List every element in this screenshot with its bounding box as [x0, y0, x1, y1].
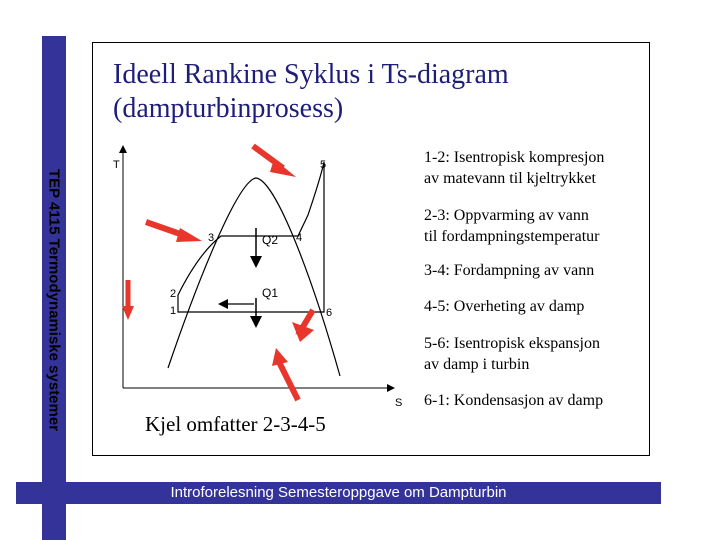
slide-frame — [92, 42, 650, 456]
desc-3-4-line1: 3-4: Fordampning av vann — [424, 262, 595, 279]
point-5-label: 5 — [320, 159, 326, 171]
point-4-label: 4 — [296, 232, 302, 244]
ts-diagram: T S 1 2 3 4 5 6 Q2 Q1 — [113, 143, 402, 409]
desc-5-6-line2: av damp i turbin — [424, 356, 530, 373]
desc-2-3-line1: 2-3: Oppvarming av vann — [424, 207, 589, 224]
desc-4-5: 4-5: Overheting av damp — [424, 296, 584, 317]
q-out-label: Q1 — [262, 286, 278, 300]
point-2-label: 2 — [170, 288, 176, 300]
saturation-dome — [167, 177, 341, 377]
footer-bar: Introforelesning Semesteroppgave om Damp… — [16, 482, 661, 504]
red-arrow-2-3 — [145, 219, 202, 242]
t-axis-label: T — [113, 159, 120, 171]
desc-1-2-line1: 1-2: Isentropisk kompresjon — [424, 149, 605, 166]
desc-5-6: 5-6: Isentropisk ekspansjon av damp i tu… — [424, 333, 600, 375]
s-axis-label: S — [395, 397, 402, 409]
point-1-label: 1 — [170, 305, 176, 317]
title-line-1: Ideell Rankine Syklus i Ts-diagram — [113, 59, 509, 90]
red-arrow-1-2 — [122, 280, 134, 320]
desc-2-3: 2-3: Oppvarming av vann til fordampnings… — [424, 205, 600, 247]
footer-text: Introforelesning Semesteroppgave om Damp… — [170, 484, 507, 501]
course-label: TEP 4115 Termodynamiske systemer — [45, 168, 63, 432]
red-arrow-3-4 — [251, 143, 296, 177]
side-bar — [42, 36, 66, 540]
rankine-cycle — [177, 161, 325, 313]
q-out-arrowhead — [250, 316, 262, 328]
title-line-2: (dampturbinprosess) — [113, 93, 344, 124]
desc-6-1: 6-1: Kondensasjon av damp — [424, 390, 603, 411]
red-arrow-5-6 — [292, 308, 316, 342]
slide-title: Ideell Rankine Syklus i Ts-diagram (damp… — [113, 58, 613, 126]
kjel-note: Kjel omfatter 2-3-4-5 — [145, 412, 326, 436]
desc-1-2-line2: av matevann til kjeltrykket — [424, 170, 596, 187]
q-in-label: Q2 — [262, 233, 278, 247]
point-3-label: 3 — [208, 232, 214, 244]
point-6-label: 6 — [326, 307, 332, 319]
desc-6-1-line1: 6-1: Kondensasjon av damp — [424, 392, 604, 409]
desc-4-5-line1: 4-5: Overheting av damp — [424, 298, 585, 315]
desc-2-3-line2: til fordampningstemperatur — [424, 228, 600, 245]
desc-1-2: 1-2: Isentropisk kompresjon av matevann … — [424, 147, 604, 189]
q-out-left-arrowhead — [218, 299, 228, 309]
desc-3-4: 3-4: Fordampning av vann — [424, 260, 594, 281]
red-arrow-6-1 — [272, 348, 301, 402]
q-in-arrowhead — [250, 256, 262, 268]
desc-5-6-line1: 5-6: Isentropisk ekspansjon — [424, 335, 600, 352]
